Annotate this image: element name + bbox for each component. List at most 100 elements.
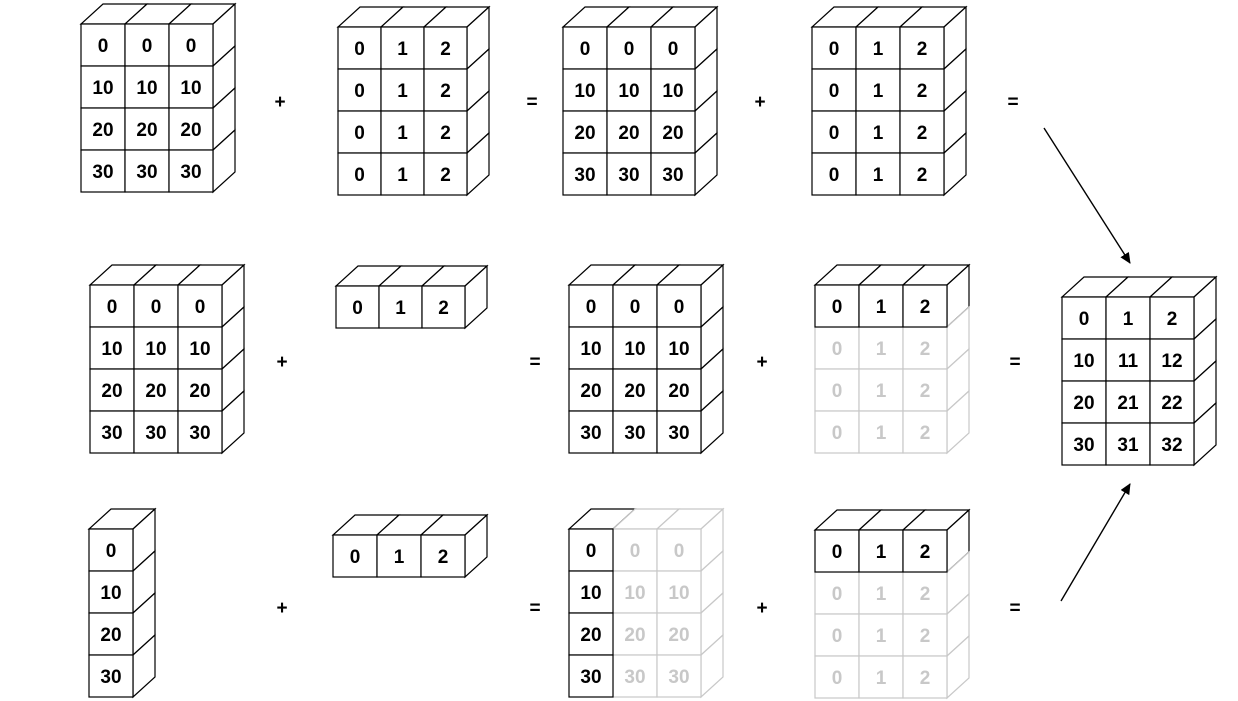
cell <box>858 655 904 699</box>
cell-value: 20 <box>1073 393 1094 414</box>
cell <box>855 68 901 112</box>
cell <box>656 326 702 370</box>
cell-value: 20 <box>624 625 645 646</box>
cell <box>177 326 223 370</box>
cell-value: 0 <box>832 584 843 605</box>
cell-value: 0 <box>832 668 843 689</box>
cell-value: 10 <box>580 339 601 360</box>
cell <box>133 368 179 412</box>
cell <box>124 23 170 67</box>
cell <box>124 107 170 151</box>
cell-value: 1 <box>876 381 887 402</box>
cell-value: 30 <box>624 667 645 688</box>
cell-value: 0 <box>829 123 840 144</box>
cell-value: 2 <box>440 81 451 102</box>
cell-value: 0 <box>98 36 109 57</box>
cell-value: 10 <box>624 583 645 604</box>
cell-value: 20 <box>92 120 113 141</box>
cell <box>168 23 214 67</box>
cell <box>124 65 170 109</box>
cell-value: 0 <box>832 626 843 647</box>
cell-value: 2 <box>920 542 931 563</box>
cell-value: 20 <box>189 381 210 402</box>
cell-value: 0 <box>106 541 117 562</box>
cell-value: 1 <box>876 339 887 360</box>
cell-value: 0 <box>151 297 162 318</box>
cell-value: 30 <box>668 667 689 688</box>
equals-sign-row-3: = <box>529 598 541 619</box>
cell-value: 30 <box>145 423 166 444</box>
cell-value: 0 <box>107 297 118 318</box>
plus-sign-row-3: + <box>276 598 288 619</box>
cell-value: 2 <box>917 81 928 102</box>
cell-value: 10 <box>145 339 166 360</box>
cell-value: 2 <box>917 123 928 144</box>
cell <box>88 570 134 614</box>
equals-sign-row-1: = <box>526 92 538 113</box>
cell <box>606 68 652 112</box>
cell <box>1061 422 1107 466</box>
cell-value: 2 <box>438 547 449 568</box>
cell <box>656 654 702 698</box>
cell-value: 1 <box>876 542 887 563</box>
cell-value: 2 <box>440 123 451 144</box>
cell-value: 1 <box>876 584 887 605</box>
cell <box>1149 422 1195 466</box>
cell <box>80 107 126 151</box>
plus-sign-row-1b: + <box>754 92 766 113</box>
cell-value: 10 <box>1073 351 1094 372</box>
cell-value: 30 <box>574 165 595 186</box>
cell-value: 2 <box>920 423 931 444</box>
cell <box>899 110 945 154</box>
cell-value: 1 <box>397 39 408 60</box>
cell-value: 1 <box>397 165 408 186</box>
cell-value: 0 <box>354 165 365 186</box>
cell <box>562 152 608 196</box>
plus-sign-row-1: + <box>274 92 286 113</box>
cell-value: 0 <box>829 39 840 60</box>
cell-value: 10 <box>92 78 113 99</box>
cell-value: 0 <box>352 298 363 319</box>
cell-value: 1 <box>873 165 884 186</box>
cell-value: 0 <box>674 541 685 562</box>
cell-value: 30 <box>580 423 601 444</box>
cell <box>80 65 126 109</box>
cell <box>902 284 948 328</box>
cell <box>814 410 860 454</box>
plus-sign-row-3b: + <box>756 598 768 619</box>
cell-value: 0 <box>195 297 206 318</box>
cell-value: 0 <box>832 542 843 563</box>
cell-value: 1 <box>394 547 405 568</box>
cell-value: 0 <box>586 541 597 562</box>
cell <box>337 26 382 70</box>
cell-value: 2 <box>920 339 931 360</box>
arrow-bottom-to-result <box>1060 483 1131 602</box>
arrow-top-to-result <box>1043 127 1131 264</box>
cell <box>89 284 135 328</box>
cell <box>650 68 696 112</box>
cell-value: 32 <box>1161 435 1182 456</box>
cell-value: 1 <box>873 81 884 102</box>
cell-value: 20 <box>580 625 601 646</box>
cell <box>855 26 901 70</box>
cell <box>656 528 702 572</box>
cell <box>423 68 468 112</box>
cell-value: 0 <box>624 39 635 60</box>
cell-value: 0 <box>186 36 197 57</box>
cell-value: 0 <box>668 39 679 60</box>
cell-value: 0 <box>1079 309 1090 330</box>
cell <box>568 654 614 698</box>
cell <box>612 368 658 412</box>
cell <box>380 110 425 154</box>
cell <box>423 26 468 70</box>
cell-value: 1 <box>876 297 887 318</box>
cell-value: 0 <box>580 39 591 60</box>
